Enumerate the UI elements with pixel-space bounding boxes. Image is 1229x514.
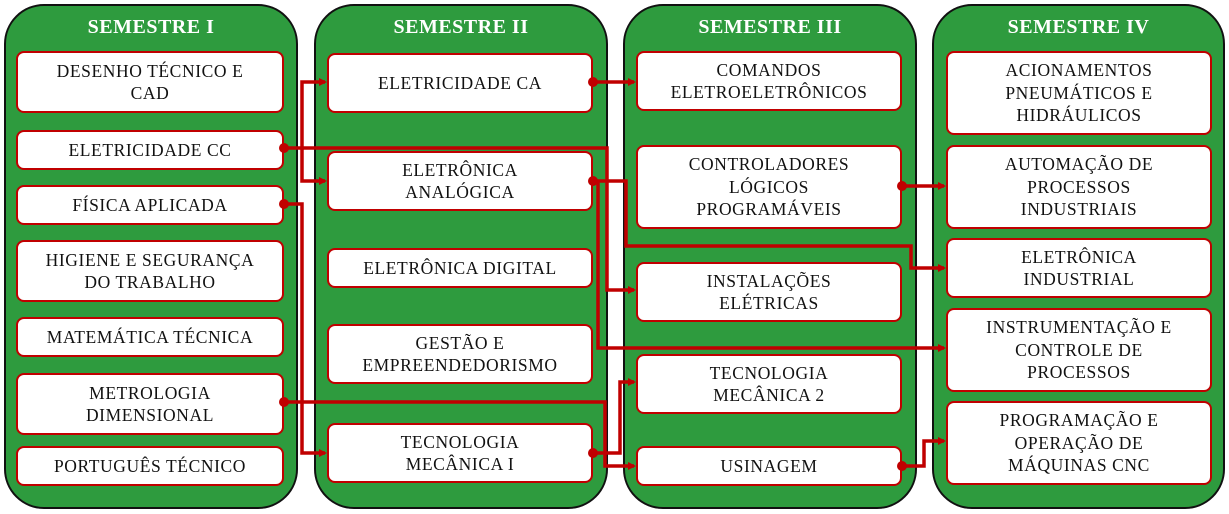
course-controladores-logicos: CONTROLADORES LÓGICOS PROGRAMÁVEIS xyxy=(636,145,902,229)
course-tecnologia-mecanica-1: TECNOLOGIA MECÂNICA I xyxy=(327,423,593,483)
course-portugues-tecnico: PORTUGUÊS TÉCNICO xyxy=(16,446,284,486)
course-tecnologia-mecanica-2: TECNOLOGIA MECÂNICA 2 xyxy=(636,354,902,414)
course-matematica-tecnica: MATEMÁTICA TÉCNICA xyxy=(16,317,284,357)
course-instalacoes-eletricas: INSTALAÇÕES ELÉTRICAS xyxy=(636,262,902,322)
course-comandos-eletroeletronicos: COMANDOS ELETROELETRÔNICOS xyxy=(636,51,902,111)
course-acionamentos-pneumaticos: ACIONAMENTOS PNEUMÁTICOS E HIDRÁULICOS xyxy=(946,51,1212,135)
course-automacao-processos: AUTOMAÇÃO DE PROCESSOS INDUSTRIAIS xyxy=(946,145,1212,229)
semester-4-title: SEMESTRE IV xyxy=(1007,16,1150,38)
course-desenho-tecnico-cad: DESENHO TÉCNICO E CAD xyxy=(16,51,284,113)
course-eletronica-digital: ELETRÔNICA DIGITAL xyxy=(327,248,593,288)
course-eletronica-analogica: ELETRÔNICA ANALÓGICA xyxy=(327,151,593,211)
course-metrologia-dimensional: METROLOGIA DIMENSIONAL xyxy=(16,373,284,435)
semester-3-title: SEMESTRE III xyxy=(698,16,842,38)
course-eletronica-industrial: ELETRÔNICA INDUSTRIAL xyxy=(946,238,1212,298)
semester-1-title: SEMESTRE I xyxy=(87,16,215,38)
course-gestao-empreendedorismo: GESTÃO E EMPREENDEDORISMO xyxy=(327,324,593,384)
course-eletricidade-cc: ELETRICIDADE CC xyxy=(16,130,284,170)
course-eletricidade-ca: ELETRICIDADE CA xyxy=(327,53,593,113)
course-instrumentacao-controle: INSTRUMENTAÇÃO E CONTROLE DE PROCESSOS xyxy=(946,308,1212,392)
course-higiene-seguranca: HIGIENE E SEGURANÇA DO TRABALHO xyxy=(16,240,284,302)
course-programacao-cnc: PROGRAMAÇÃO E OPERAÇÃO DE MÁQUINAS CNC xyxy=(946,401,1212,485)
semester-2-title: SEMESTRE II xyxy=(393,16,529,38)
course-fisica-aplicada: FÍSICA APLICADA xyxy=(16,185,284,225)
course-usinagem: USINAGEM xyxy=(636,446,902,486)
